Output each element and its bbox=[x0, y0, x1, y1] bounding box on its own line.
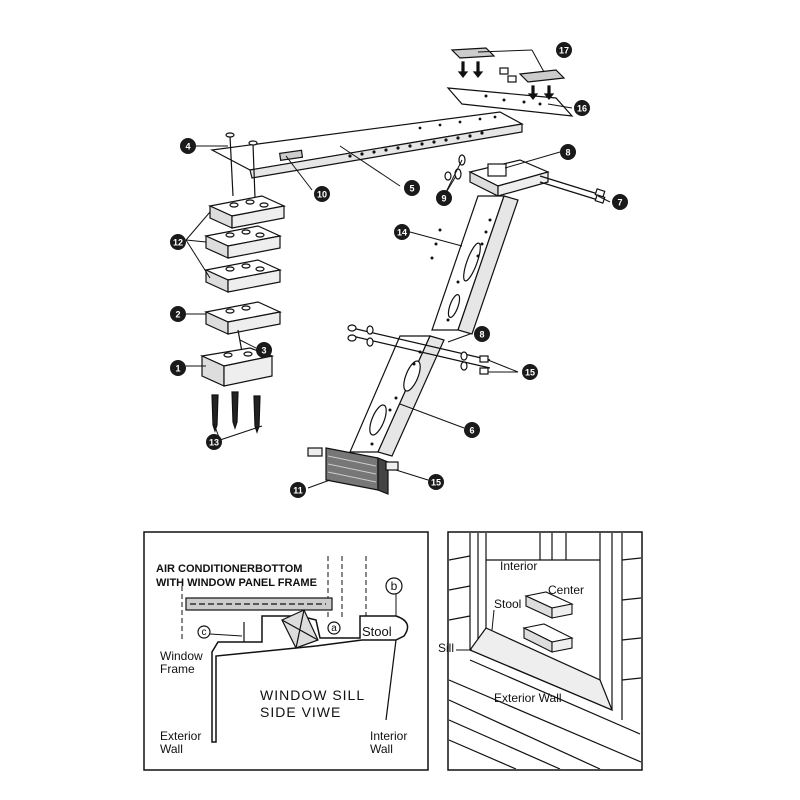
spacer-blocks bbox=[199, 195, 286, 387]
interior-wall-label-1: Interior bbox=[370, 729, 407, 743]
callout-14 bbox=[394, 224, 410, 240]
callout-17 bbox=[556, 42, 572, 58]
callout-1-text: 1 bbox=[175, 364, 180, 374]
center-block bbox=[524, 591, 574, 619]
wood-screws bbox=[225, 132, 258, 199]
callout-16-text: 16 bbox=[577, 104, 587, 114]
wall-anchors bbox=[211, 391, 261, 434]
callout-17-text: 17 bbox=[559, 46, 569, 56]
side-view-title-1: WINDOW SILL bbox=[260, 687, 365, 703]
callout-8-mid-text: 8 bbox=[479, 330, 484, 340]
callout-15-foot bbox=[428, 474, 444, 490]
mid-bolts bbox=[347, 324, 491, 375]
stool-block bbox=[522, 623, 574, 653]
exterior-wall-label-perspective: Exterior Wall bbox=[494, 691, 562, 705]
callout-10 bbox=[314, 186, 330, 202]
top-support-arm bbox=[210, 111, 524, 179]
hinge-bracket bbox=[468, 159, 550, 197]
callout-12-text: 12 bbox=[173, 238, 183, 248]
interior-wall-label-2: Wall bbox=[370, 742, 393, 756]
callout-16 bbox=[574, 100, 590, 116]
callout-7 bbox=[612, 194, 628, 210]
upper-diagonal-brace bbox=[430, 195, 519, 335]
callout-13-text: 13 bbox=[209, 438, 219, 448]
marker-c-label: c bbox=[202, 627, 207, 638]
callout-11-text: 11 bbox=[293, 486, 303, 496]
callout-14-text: 14 bbox=[397, 228, 407, 238]
stool-label-side: Stool bbox=[362, 624, 392, 639]
callout-9-text: 9 bbox=[441, 194, 446, 204]
exploded-bracket-assembly bbox=[199, 47, 606, 495]
callout-13 bbox=[206, 434, 222, 450]
window-frame-label-2: Frame bbox=[160, 662, 195, 676]
callout-8-top-text: 8 bbox=[565, 148, 570, 158]
callout-12 bbox=[170, 234, 186, 250]
ac-bottom-heading-1: AIR CONDITIONERBOTTOM bbox=[156, 563, 302, 575]
callout-7-text: 7 bbox=[617, 198, 622, 208]
marker-b bbox=[385, 577, 403, 595]
callout-9 bbox=[436, 190, 452, 206]
side-view-title-2: SIDE VIWE bbox=[260, 704, 341, 720]
callout-8-top bbox=[560, 144, 576, 160]
callouts: 4 17 16 8 7 9 10 5 12 2 3 1 13 14 8 15 6… bbox=[170, 42, 628, 498]
foot-pad bbox=[307, 447, 399, 495]
exterior-wall-label-2: Wall bbox=[160, 742, 183, 756]
marker-c bbox=[197, 625, 211, 639]
callout-8-mid bbox=[474, 326, 490, 342]
center-label: Center bbox=[548, 583, 584, 597]
stool-label-perspective: Stool bbox=[494, 597, 521, 611]
marker-b-label: b bbox=[391, 579, 398, 593]
lower-diagonal-brace bbox=[349, 335, 445, 457]
window-sill-side-view: b a c AIR CONDITIONERBOTTOM WITH WINDOW … bbox=[143, 531, 429, 771]
callout-5 bbox=[404, 180, 420, 196]
callout-6-text: 6 bbox=[469, 426, 474, 436]
callout-11 bbox=[290, 482, 306, 498]
callout-5-text: 5 bbox=[409, 184, 414, 194]
callout-15-mid-text: 15 bbox=[525, 368, 535, 378]
callout-15-mid bbox=[522, 364, 538, 380]
window-perspective-view: Interior Center Stool Sill Exterior Wall bbox=[438, 531, 643, 771]
top-clips-and-rail bbox=[446, 47, 574, 117]
interior-label: Interior bbox=[500, 559, 537, 573]
exterior-wall-label-1: Exterior bbox=[160, 729, 201, 743]
callout-3-text: 3 bbox=[261, 346, 266, 356]
sill-label: Sill bbox=[438, 641, 454, 655]
callout-2 bbox=[170, 306, 186, 322]
marker-a-label: a bbox=[331, 623, 337, 634]
window-frame-label-1: Window bbox=[160, 649, 203, 663]
marker-a bbox=[327, 621, 341, 635]
callout-4-text: 4 bbox=[185, 142, 190, 152]
callout-1 bbox=[170, 360, 186, 376]
callout-15-foot-text: 15 bbox=[431, 478, 441, 488]
callout-4 bbox=[180, 138, 196, 154]
ac-bottom-heading-2: WITH WINDOW PANEL FRAME bbox=[156, 577, 317, 589]
callout-10-text: 10 bbox=[317, 190, 327, 200]
callout-6 bbox=[464, 422, 480, 438]
callout-3 bbox=[256, 342, 272, 358]
callout-2-text: 2 bbox=[175, 310, 180, 320]
